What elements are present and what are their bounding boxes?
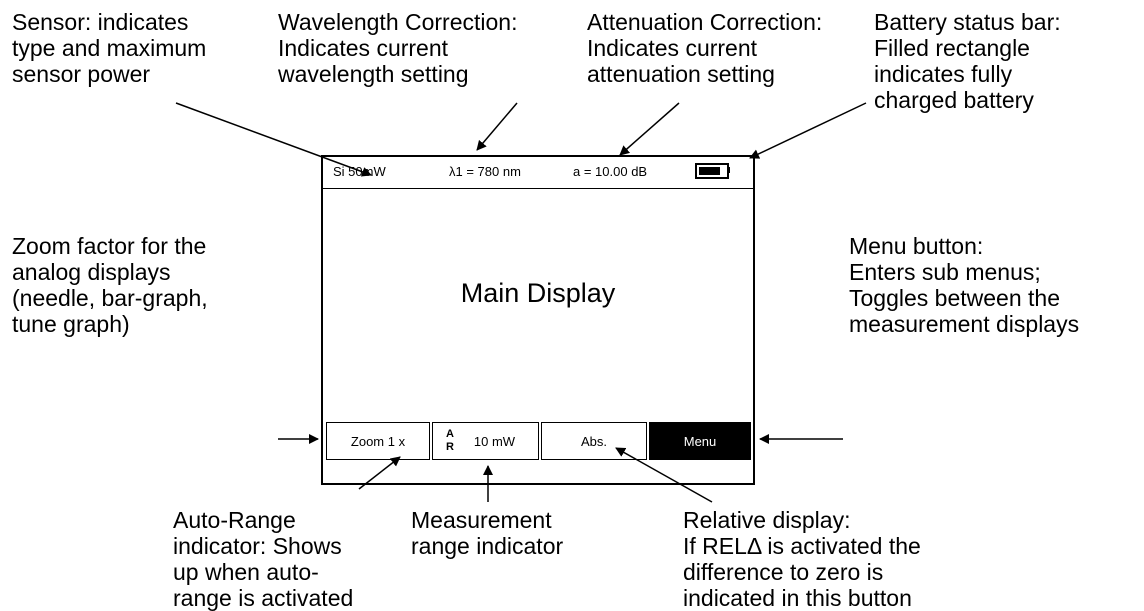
wavelength-label: λ1 = 780 nm: [449, 164, 521, 179]
attenuation-annotation: Attenuation Correction: Indicates curren…: [587, 9, 823, 87]
measurement-range-annotation: Measurement range indicator: [411, 507, 564, 559]
wavelength-arrow: [476, 102, 518, 151]
range-button-label: 10 mW: [473, 434, 516, 449]
abs-button[interactable]: Abs.: [541, 422, 647, 460]
menu-annotation: Menu button: Enters sub menus; Toggles b…: [849, 233, 1080, 337]
abs-button-label: Abs.: [580, 434, 607, 449]
auto-range-arrow: [358, 456, 401, 490]
auto-range-badge: A R: [446, 428, 454, 453]
relative-display-annotation: Relative display: If RELΔ is activated t…: [683, 507, 921, 611]
zoom-button-label: Zoom 1 x: [350, 434, 406, 449]
battery-terminal: [727, 167, 730, 173]
attenuation-label: a = 10.00 dB: [573, 164, 648, 179]
sensor-annotation: Sensor: indicates type and maximum senso…: [12, 9, 207, 87]
zoom-annotation: Zoom factor for the analog displays (nee…: [12, 233, 208, 337]
battery-arrow: [749, 102, 867, 159]
instrument-screen: Si 50mW λ1 = 780 nm a = 10.00 dB Main Di…: [321, 155, 755, 485]
sensor-arrow: [175, 102, 372, 177]
menu-button-label: Menu: [683, 434, 717, 449]
auto-range-annotation: Auto-Range indicator: Shows up when auto…: [173, 507, 354, 611]
wavelength-annotation: Wavelength Correction: Indicates current…: [278, 9, 518, 87]
menu-button[interactable]: Menu: [649, 422, 751, 460]
range-button[interactable]: A R 10 mW: [432, 422, 539, 460]
main-display: Main Display: [460, 278, 616, 308]
relative-display-arrow: [615, 447, 713, 503]
zoom-button[interactable]: Zoom 1 x: [326, 422, 430, 460]
attenuation-arrow: [619, 102, 680, 156]
battery-level-fill: [699, 167, 720, 175]
battery-annotation: Battery status bar: Filled rectangle ind…: [874, 9, 1061, 113]
